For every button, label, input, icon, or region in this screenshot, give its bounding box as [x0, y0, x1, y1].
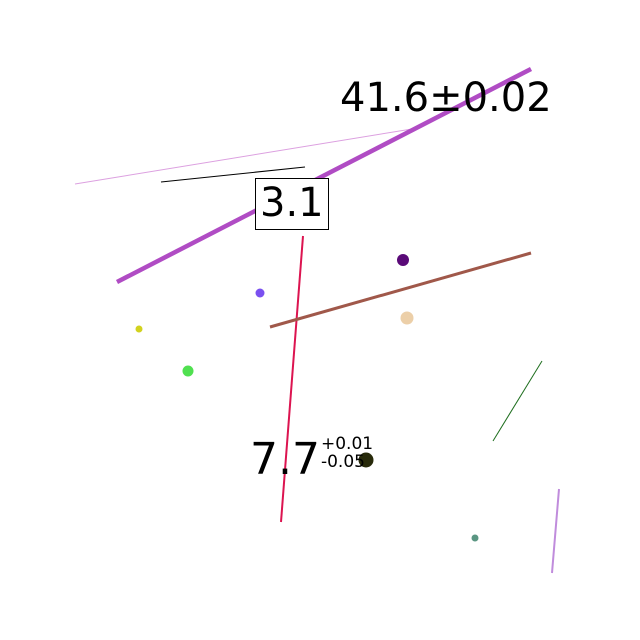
top-value-label: 41.6±0.02: [340, 75, 552, 121]
bottom-value-main: 7.7: [250, 434, 320, 485]
bottom-value-lower: -0.05: [320, 451, 365, 472]
short-black-line: [160, 166, 306, 183]
lilac-line: [551, 488, 560, 574]
boxed-value-label: 3.1: [255, 178, 329, 230]
bottom-value-error: +0.01-0.05: [320, 434, 374, 472]
brown-line: [269, 251, 532, 329]
bottom-value-upper: +0.01: [320, 434, 374, 454]
violet-dot: [255, 288, 265, 298]
green-line: [492, 360, 543, 442]
bottom-value-label: 7.7+0.01-0.05: [250, 434, 374, 482]
teal-dot: [471, 534, 479, 542]
yellow-dot: [135, 325, 143, 333]
thin-pink-line: [74, 127, 419, 185]
tan-dot: [400, 311, 414, 325]
thick-purple-line: [115, 66, 533, 285]
dark-olive-dot: [358, 452, 374, 468]
green-dot: [182, 365, 194, 377]
crimson-line: [280, 235, 304, 523]
dark-purple-dot: [397, 254, 409, 266]
